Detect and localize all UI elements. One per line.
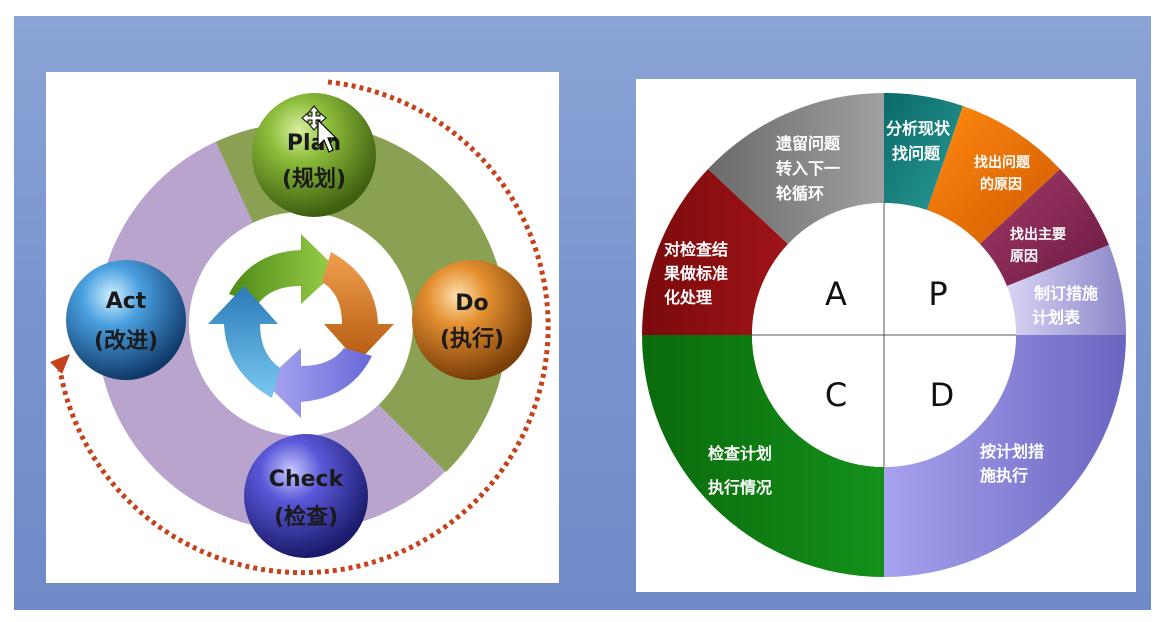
move-cursor-icon bbox=[301, 105, 338, 153]
label-causes-2: 的原因 bbox=[980, 176, 1022, 193]
label-main-cause-1: 找出主要 bbox=[1010, 226, 1066, 243]
label-analyze-2: 找问题 bbox=[892, 144, 941, 163]
pdca-wheel-panel: A P C D 分析现状 找问题 找出问题 的原因 找出主要 原因 制订措施 计… bbox=[636, 79, 1136, 592]
act-sphere: Act (改进) bbox=[66, 260, 186, 380]
quadrant-p: P bbox=[928, 275, 947, 313]
label-execute-1: 按计划措 bbox=[980, 442, 1044, 461]
label-plan-table-1: 制订措施 bbox=[1034, 284, 1098, 303]
pdca-cycle-panel: Plan (规划) Do (执行) Check (检查) Act (改进) bbox=[46, 72, 559, 583]
segment-check bbox=[642, 335, 884, 577]
label-plan-table-2: 计划表 bbox=[1032, 308, 1081, 327]
quadrant-a: A bbox=[825, 275, 847, 313]
label-carry-over-3: 轮循环 bbox=[776, 184, 824, 203]
dotted-arrow-head-icon bbox=[50, 354, 70, 374]
check-label: Check bbox=[269, 467, 345, 492]
do-sub: (执行) bbox=[440, 326, 504, 352]
segment-plan-table bbox=[1007, 245, 1127, 335]
act-sub: (改进) bbox=[94, 328, 158, 354]
label-causes-1: 找出问题 bbox=[974, 154, 1031, 171]
label-standardize-2: 果做标准 bbox=[663, 264, 728, 283]
label-check-2: 执行情况 bbox=[708, 478, 772, 497]
label-carry-over-1: 遗留问题 bbox=[775, 134, 841, 153]
label-main-cause-2: 原因 bbox=[1010, 249, 1038, 265]
inner-white-disc bbox=[189, 212, 413, 436]
segment-carry-over bbox=[708, 93, 884, 244]
plan-sub: (规划) bbox=[282, 167, 346, 192]
plan-sphere: Plan (规划) bbox=[252, 93, 376, 217]
segment-causes bbox=[927, 106, 1060, 244]
check-sub: (检查) bbox=[274, 504, 338, 530]
segment-execute bbox=[884, 335, 1126, 577]
label-standardize-3: 化处理 bbox=[664, 288, 712, 307]
segment-analyze bbox=[884, 92, 963, 210]
label-analyze-1: 分析现状 bbox=[886, 119, 951, 138]
cycle-direction-dotted-arrow bbox=[57, 79, 551, 576]
label-execute-2: 施执行 bbox=[980, 466, 1028, 485]
label-standardize-1: 对检查结 bbox=[664, 240, 728, 259]
quadrant-d: D bbox=[930, 376, 955, 414]
label-check-1: 检查计划 bbox=[708, 444, 772, 463]
cycle-arrows-icon bbox=[208, 234, 394, 418]
segment-main-cause bbox=[980, 169, 1109, 286]
label-carry-over-2: 转入下一 bbox=[776, 159, 840, 178]
segment-standardize bbox=[642, 169, 788, 335]
do-sphere: Do (执行) bbox=[412, 260, 532, 380]
check-sphere: Check (检查) bbox=[244, 434, 368, 558]
quadrant-c: C bbox=[825, 376, 847, 414]
act-label: Act bbox=[106, 289, 147, 314]
do-label: Do bbox=[455, 291, 488, 316]
